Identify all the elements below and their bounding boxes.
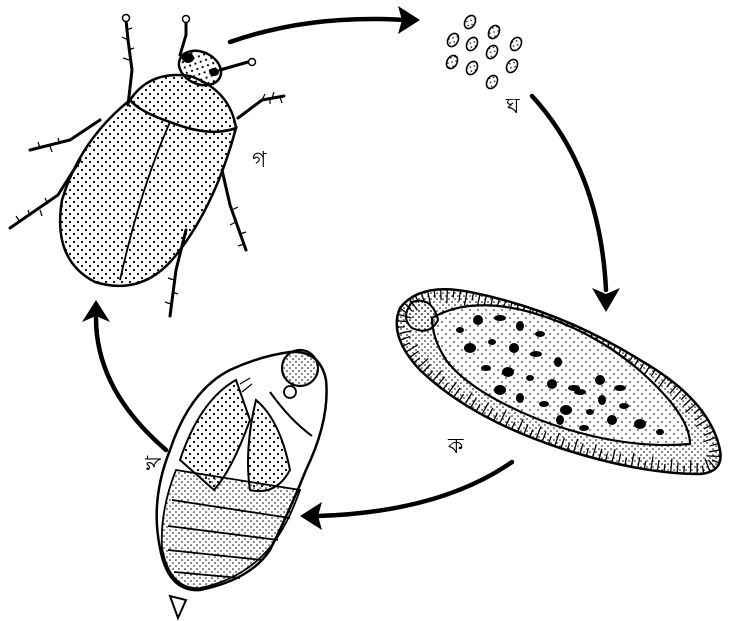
adult-beetle	[10, 15, 284, 317]
arrow-pupa-to-adult	[96, 318, 166, 450]
arrow-eggs-to-larva	[532, 96, 606, 290]
stage-label-adult: গ	[252, 150, 266, 172]
larva	[397, 289, 721, 474]
arrow-larva-to-pupa	[318, 462, 512, 516]
eggs-cluster	[444, 13, 524, 90]
stage-label-pupa: খ	[144, 456, 166, 470]
arrow-adult-to-eggs	[230, 19, 405, 42]
stage-label-eggs: ঘ	[506, 96, 520, 118]
stage-label-larva: ক	[448, 436, 463, 458]
pupa	[157, 350, 327, 618]
